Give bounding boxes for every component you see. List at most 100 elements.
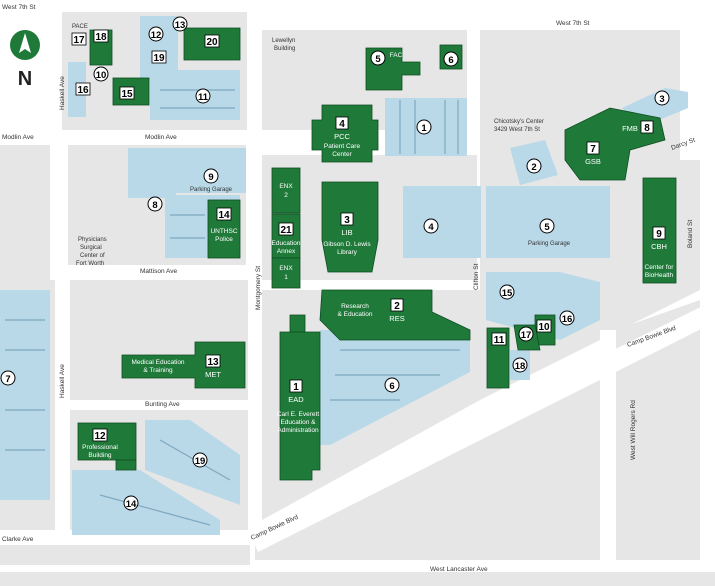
parking-marker-16[interactable] bbox=[559, 310, 575, 326]
building-number-gsb bbox=[586, 141, 600, 155]
chicotsky-label-line2: 3429 West 7th St bbox=[494, 127, 540, 133]
lib-name-line1: Gibson D. Lewis bbox=[323, 241, 371, 248]
building-ead-link bbox=[289, 314, 306, 333]
res-code: RES bbox=[389, 314, 404, 323]
block-bottom bbox=[0, 572, 715, 586]
parking-marker-9-label: 9 bbox=[208, 172, 213, 183]
fac-code: FAC bbox=[390, 52, 403, 59]
building-professional-annex bbox=[115, 459, 137, 471]
street-bunting: Bunting Ave bbox=[145, 401, 180, 408]
compass: N bbox=[10, 30, 40, 90]
parking-marker-3-label: 3 bbox=[659, 94, 664, 105]
stall-line bbox=[99, 494, 211, 526]
cbh-name-line2: BioHealth bbox=[645, 272, 674, 279]
building-number-met bbox=[205, 354, 221, 368]
building-ead bbox=[279, 331, 321, 481]
building-gsb-fmb bbox=[564, 107, 666, 181]
lot-19 bbox=[145, 420, 240, 505]
building-number-10-east bbox=[536, 319, 552, 333]
parking-markers: 1 2 3 4 5 5 6 6 7 8 9 10 11 12 13 14 15 … bbox=[0, 16, 670, 511]
cbh-code: CBH bbox=[651, 242, 667, 251]
ead-name-line1: Carl E. Everett bbox=[277, 411, 319, 418]
parking-marker-4[interactable] bbox=[423, 218, 439, 234]
parking-marker-8-label: 8 bbox=[152, 200, 157, 211]
fmb-code: FMB bbox=[622, 124, 638, 133]
building-res bbox=[319, 289, 471, 341]
annex-number: 21 bbox=[280, 225, 292, 236]
building-enx2 bbox=[271, 167, 301, 214]
parking-marker-10[interactable] bbox=[93, 66, 109, 82]
building-number-professional bbox=[92, 428, 108, 442]
street-boland: Boland St bbox=[687, 220, 694, 248]
parking-marker-2[interactable] bbox=[526, 158, 542, 174]
parking-marker-5[interactable] bbox=[539, 218, 555, 234]
building-met bbox=[121, 341, 246, 389]
parking-marker-3[interactable] bbox=[654, 90, 670, 106]
gsb-code: GSB bbox=[585, 157, 601, 166]
building-number-11-east bbox=[491, 332, 507, 346]
physicians-label-line2: Surgical bbox=[80, 245, 102, 251]
parking-marker-18[interactable] bbox=[512, 357, 528, 373]
parking-marker-6-north[interactable] bbox=[443, 51, 459, 67]
building-lib bbox=[321, 181, 379, 273]
chicotsky-label-line1: Chicotsky's Center bbox=[494, 119, 544, 125]
street-haskell-bottom: Haskell Ave bbox=[59, 364, 66, 398]
parking-marker-15[interactable] bbox=[499, 284, 515, 300]
street-clarke: Clarke Ave bbox=[2, 536, 34, 543]
parking-marker-19-label: 19 bbox=[195, 456, 206, 467]
gsb-number: 7 bbox=[590, 144, 596, 155]
parking-marker-17[interactable] bbox=[518, 326, 534, 342]
parking-marker-1[interactable] bbox=[416, 119, 432, 135]
parking-marker-17-label: 17 bbox=[521, 330, 532, 341]
parking-marker-6-north-label: 6 bbox=[448, 55, 453, 66]
building-number-17 bbox=[71, 32, 87, 46]
parking-marker-6-south[interactable] bbox=[384, 377, 400, 393]
building-number-16 bbox=[75, 82, 91, 96]
parking-garage-east-label: Parking Garage bbox=[528, 241, 571, 247]
parking-marker-11[interactable] bbox=[195, 88, 211, 104]
building-number-18 bbox=[93, 29, 109, 43]
parking-marker-14[interactable] bbox=[123, 495, 139, 511]
street-west-will-rogers: West Will Rogers Rd bbox=[630, 400, 637, 460]
parking-marker-18-label: 18 bbox=[515, 361, 526, 372]
parking-marker-7[interactable] bbox=[0, 370, 16, 386]
police-number: 14 bbox=[218, 210, 230, 221]
b11e-number: 11 bbox=[494, 335, 505, 346]
parking-marker-13[interactable] bbox=[172, 16, 188, 32]
block-se bbox=[615, 300, 700, 560]
res-number: 2 bbox=[394, 301, 400, 312]
parking-marker-4-label: 4 bbox=[428, 222, 434, 233]
parking-marker-19[interactable] bbox=[192, 452, 208, 468]
pcc-name-line2: Center bbox=[332, 151, 352, 158]
building-education-annex bbox=[271, 213, 301, 259]
professional-name-line1: Professional bbox=[82, 444, 118, 451]
street-modlin-center: Modlin Ave bbox=[145, 134, 177, 141]
parking-marker-8[interactable] bbox=[147, 196, 163, 212]
building-number-fmb bbox=[640, 120, 654, 134]
building-enx1 bbox=[271, 257, 301, 289]
annex-name-line1: Education bbox=[272, 240, 301, 247]
parking-marker-11-label: 11 bbox=[198, 92, 209, 103]
lot-4 bbox=[403, 186, 481, 258]
street-montgomery: Montgomery St bbox=[255, 266, 262, 310]
street-haskell-top: Haskell Ave bbox=[59, 76, 66, 110]
b20-number: 20 bbox=[206, 37, 218, 48]
parking-marker-5-fac[interactable] bbox=[370, 50, 386, 66]
lewellyn-label-line2: Building bbox=[274, 46, 295, 52]
cbh-number: 9 bbox=[656, 229, 662, 240]
building-number-19 bbox=[151, 50, 167, 64]
pcc-number: 4 bbox=[339, 119, 345, 130]
north-arrow-icon bbox=[19, 33, 31, 53]
street-west-lancaster: West Lancaster Ave bbox=[430, 566, 488, 573]
block-w-upper bbox=[0, 145, 50, 285]
res-name-line2: & Education bbox=[337, 311, 372, 318]
enx1-sub: 1 bbox=[284, 274, 288, 281]
street-west-7th-left: West 7th St bbox=[2, 4, 36, 11]
parking-marker-9[interactable] bbox=[203, 168, 219, 184]
building-pcc bbox=[311, 104, 379, 163]
met-code: MET bbox=[205, 370, 221, 379]
parking-marker-12[interactable] bbox=[148, 26, 164, 42]
physicians-label-line4: Fort Worth bbox=[76, 261, 104, 267]
b15-number: 15 bbox=[121, 89, 133, 100]
